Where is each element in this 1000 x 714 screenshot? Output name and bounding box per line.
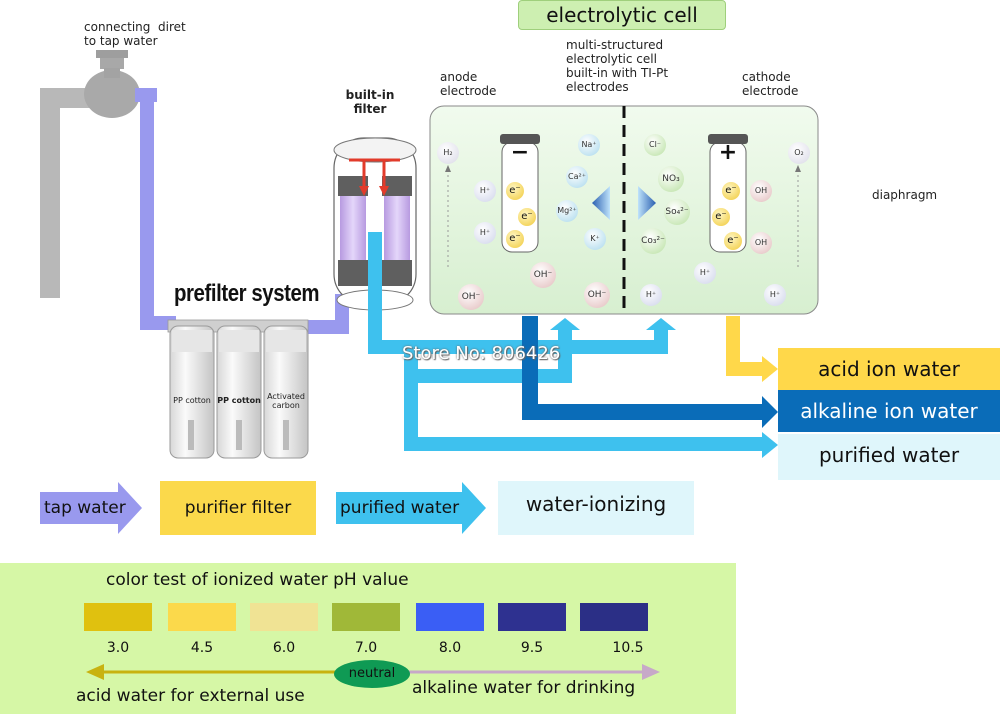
- ph-swatch-4-5: [168, 603, 236, 631]
- electron-cathode-1: e⁻: [722, 182, 740, 200]
- store-watermark: Store No: 806426: [402, 343, 561, 364]
- ion-cl: Cl⁻: [644, 134, 666, 156]
- ph-value-8-0: 8.0: [438, 640, 462, 656]
- output-alkaline-ion-water: alkaline ion water: [778, 390, 1000, 432]
- ion-oh-bottom-1: OH⁻: [530, 262, 556, 288]
- flow-tap-water-label: tap water: [44, 498, 126, 518]
- ph-swatch-7-0: [332, 603, 400, 631]
- ion-no3: NO₃: [658, 166, 684, 192]
- cathode-electrode-label: cathode electrode: [742, 70, 799, 98]
- ion-h-2: H⁺: [474, 222, 496, 244]
- ph-value-4-5: 4.5: [190, 640, 214, 656]
- flow-purified-water-label: purified water: [340, 498, 460, 518]
- tap-connect-label: connecting diret to tap water: [84, 20, 186, 48]
- flow-arrows: [40, 482, 486, 534]
- electron-anode-3: e⁻: [506, 230, 524, 248]
- electron-cathode-3: e⁻: [724, 232, 742, 250]
- ph-swatch-8-0: [416, 603, 484, 631]
- ph-value-10-5: 10.5: [612, 640, 644, 656]
- anode-minus-sign: −: [510, 140, 530, 165]
- filter-label-pp-cotton-1: PP cotton: [173, 396, 211, 405]
- built-in-filter: [333, 137, 417, 311]
- ph-swatch-6-0: [250, 603, 318, 631]
- electron-cathode-2: e⁻: [712, 208, 730, 226]
- ph-value-6-0: 6.0: [272, 640, 296, 656]
- ion-k: K⁺: [584, 228, 606, 250]
- cathode-plus-sign: +: [718, 140, 738, 165]
- ph-neutral-badge: neutral: [348, 666, 396, 681]
- ion-h-bottom-1: H⁺: [640, 284, 662, 306]
- ph-value-9-5: 9.5: [520, 640, 544, 656]
- electrolytic-cell-body: [429, 105, 819, 315]
- ion-co3: Co₃²⁻: [640, 228, 666, 254]
- ph-swatch-10-5: [580, 603, 648, 631]
- ph-value-3-0: 3.0: [106, 640, 130, 656]
- filter-label-activated-carbon: Activated carbon: [267, 392, 305, 410]
- ion-h2: H₂: [437, 142, 459, 164]
- ph-legend-panel: [0, 563, 736, 714]
- ion-oh-bottom-3: OH⁻: [584, 282, 610, 308]
- ion-h-bottom-2: H⁺: [694, 262, 716, 284]
- ph-swatch-9-5: [498, 603, 566, 631]
- tap-pipe: [40, 50, 140, 298]
- ion-ca: Ca²⁺: [566, 166, 588, 188]
- electron-anode-1: e⁻: [506, 182, 524, 200]
- prefilter-system-label: prefilter system: [174, 280, 320, 307]
- ion-oh-cathode-1: OH: [750, 180, 772, 202]
- ion-na: Na⁺: [578, 134, 600, 156]
- built-in-filter-label: built-in filter: [345, 88, 395, 116]
- ph-swatch-3-0: [84, 603, 152, 631]
- output-purified-water: purified water: [778, 434, 1000, 480]
- purple-pipe: [135, 88, 349, 334]
- ion-o2: O₂: [788, 142, 810, 164]
- ion-mg: Mg²⁺: [556, 200, 578, 222]
- alkaline-flow-pipe: [522, 316, 778, 428]
- ph-value-7-0: 7.0: [354, 640, 378, 656]
- ion-oh-bottom-2: OH⁻: [458, 284, 484, 310]
- ion-h-bottom-3: H⁺: [764, 284, 786, 306]
- anode-electrode-label: anode electrode: [440, 70, 497, 98]
- ion-so4: So₄²⁻: [664, 199, 690, 225]
- filter-label-pp-cotton-2: PP cotton: [217, 396, 261, 405]
- flow-purifier-filter-box: purifier filter: [160, 481, 316, 535]
- alkaline-use-label: alkaline water for drinking: [412, 678, 636, 698]
- ph-legend-title: color test of ionized water pH value: [106, 570, 409, 590]
- ion-h-1: H⁺: [474, 180, 496, 202]
- prefilter-canisters: [167, 319, 309, 459]
- electron-anode-2: e⁻: [518, 208, 536, 226]
- acid-flow-pipe: [726, 316, 778, 382]
- multi-structured-cell-label: multi-structured electrolytic cell built…: [566, 38, 669, 94]
- ion-oh-cathode-2: OH: [750, 232, 772, 254]
- diaphragm-label: diaphragm: [872, 188, 938, 202]
- flow-water-ionizing-box: water-ionizing: [498, 481, 694, 535]
- output-acid-ion-water: acid ion water: [778, 348, 1000, 390]
- acid-use-label: acid water for external use: [76, 686, 305, 706]
- electrolytic-cell-title: electrolytic cell: [518, 0, 726, 30]
